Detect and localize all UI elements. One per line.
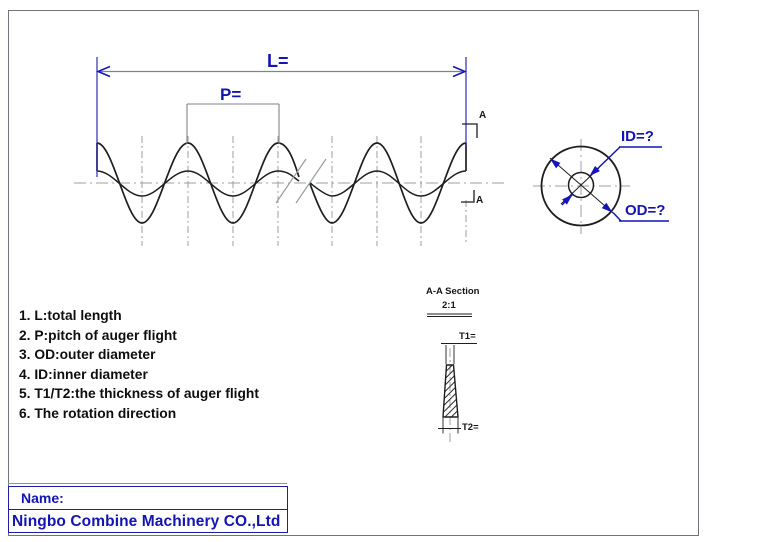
- legend-item: 3. OD:outer diameter: [19, 347, 156, 363]
- section-cut-markers: [461, 123, 478, 203]
- company-name: Ningbo Combine Machinery CO.,Ltd: [12, 513, 281, 530]
- section-title: A-A Section: [426, 286, 480, 297]
- company-name-box: Ningbo Combine Machinery CO.,Ltd: [8, 509, 288, 533]
- section-marker-bottom-label: A: [476, 195, 484, 206]
- legend-item: 4. ID:inner diameter: [19, 366, 148, 382]
- drawing-frame: [8, 10, 699, 536]
- name-label: Name:: [21, 490, 64, 506]
- pitch-dimension-label: P=: [220, 85, 242, 104]
- flight-cross-section: [442, 364, 459, 418]
- legend-item: 2. P:pitch of auger flight: [19, 327, 177, 343]
- thickness-section: [427, 313, 477, 444]
- leader-lines: [561, 146, 669, 222]
- legend-item: 5. T1/T2:the thickness of auger flight: [19, 386, 259, 402]
- section-scale: 2:1: [442, 300, 456, 311]
- length-dimension: [96, 57, 467, 177]
- break-symbol: [275, 158, 327, 204]
- auger-centerlines: [74, 136, 508, 246]
- legend-list: 1. L:total length 2. P:pitch of auger fl…: [19, 306, 259, 424]
- legend-item: 1. L:total length: [19, 308, 122, 323]
- length-dimension-label: L=: [267, 51, 289, 71]
- end-view: [533, 139, 669, 234]
- title-block-separator: [8, 483, 287, 484]
- thickness-t2-label: T2=: [462, 422, 479, 433]
- outer-diameter-label: OD=?: [625, 202, 666, 219]
- pitch-dimension: [186, 103, 280, 144]
- legend-item: 6. The rotation direction: [19, 405, 177, 421]
- thickness-t1-label: T1=: [459, 331, 476, 342]
- section-marker-top-label: A: [479, 110, 487, 121]
- od-dimension-arrows: [550, 158, 613, 213]
- name-box: Name:: [8, 486, 288, 510]
- inner-diameter-label: ID=?: [621, 128, 654, 145]
